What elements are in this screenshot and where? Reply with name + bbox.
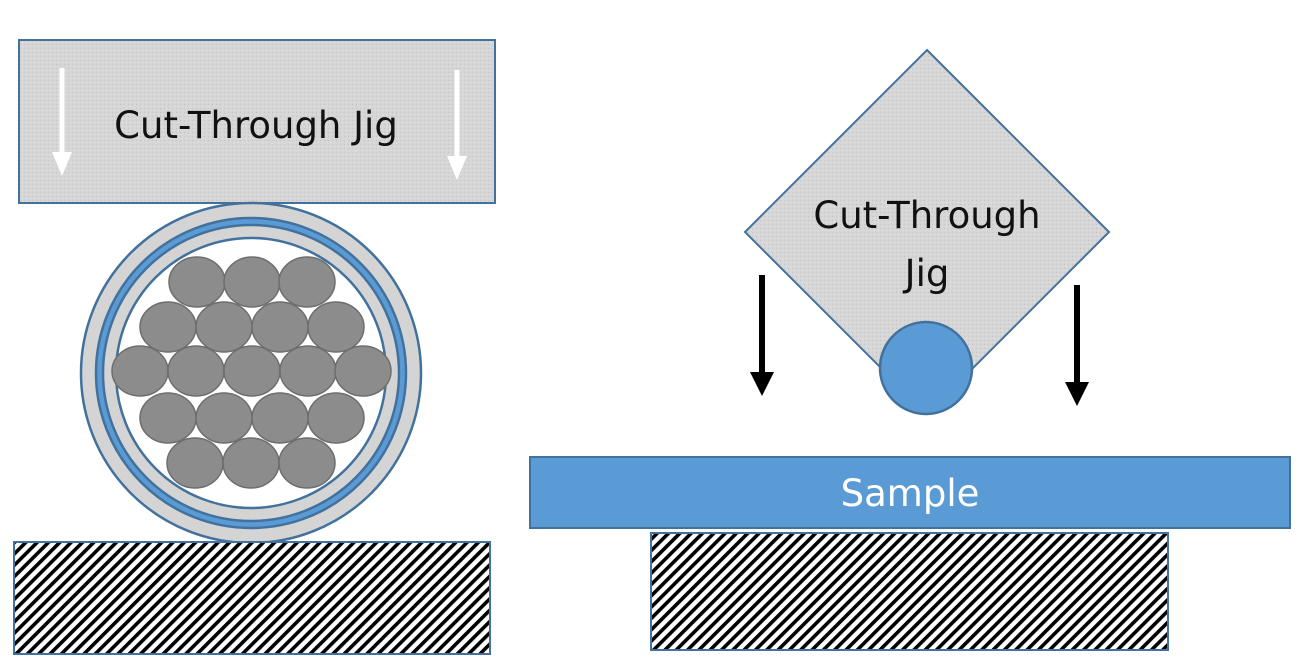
- left-jig-label: Cut-Through Jig: [114, 104, 398, 147]
- sample-rect: [529, 456, 1291, 529]
- cable-strand: [279, 345, 337, 397]
- wire-circle: [878, 320, 974, 416]
- cable-strand: [307, 392, 365, 444]
- cable-strand: [223, 345, 281, 397]
- cable-strand: [166, 437, 224, 489]
- cable-strand: [168, 256, 226, 308]
- cable-strand: [111, 345, 169, 397]
- right-panel: Cut-Through Jig Sample: [529, 48, 1291, 651]
- cable-strand: [222, 437, 280, 489]
- sample-bar: Sample: [529, 456, 1291, 529]
- cable-cross-section: [79, 201, 423, 545]
- right-jig-label-line1: Cut-Through: [813, 194, 1040, 237]
- cable-strand: [278, 256, 336, 308]
- cable-strand: [251, 392, 309, 444]
- cable-strand: [139, 301, 197, 353]
- left-base-hatched: [13, 541, 491, 655]
- cable-strand: [139, 392, 197, 444]
- right-arrow-left-icon: [750, 275, 774, 396]
- cable-strand: [223, 256, 281, 308]
- left-jig-block: [18, 39, 496, 204]
- sample-label: Sample: [841, 472, 980, 515]
- left-jig: Cut-Through Jig: [18, 39, 496, 204]
- left-jig-arrow-right-icon: [447, 70, 467, 180]
- right-base-hatched: [650, 532, 1169, 651]
- cable-strand: [167, 345, 225, 397]
- cable-strand: [334, 345, 392, 397]
- left-jig-arrow-left-icon: [52, 68, 72, 176]
- left-panel: Cut-Through Jig: [13, 39, 496, 655]
- right-arrow-right-icon: [1065, 285, 1089, 406]
- cable-strands: [111, 256, 392, 489]
- cable-strand: [307, 301, 365, 353]
- cable-strand: [251, 301, 309, 353]
- cable-strand: [278, 437, 336, 489]
- cable-strand: [195, 301, 253, 353]
- right-jig: Cut-Through Jig: [743, 48, 1111, 416]
- right-jig-label-line2: Jig: [903, 252, 950, 295]
- cable-strand: [195, 392, 253, 444]
